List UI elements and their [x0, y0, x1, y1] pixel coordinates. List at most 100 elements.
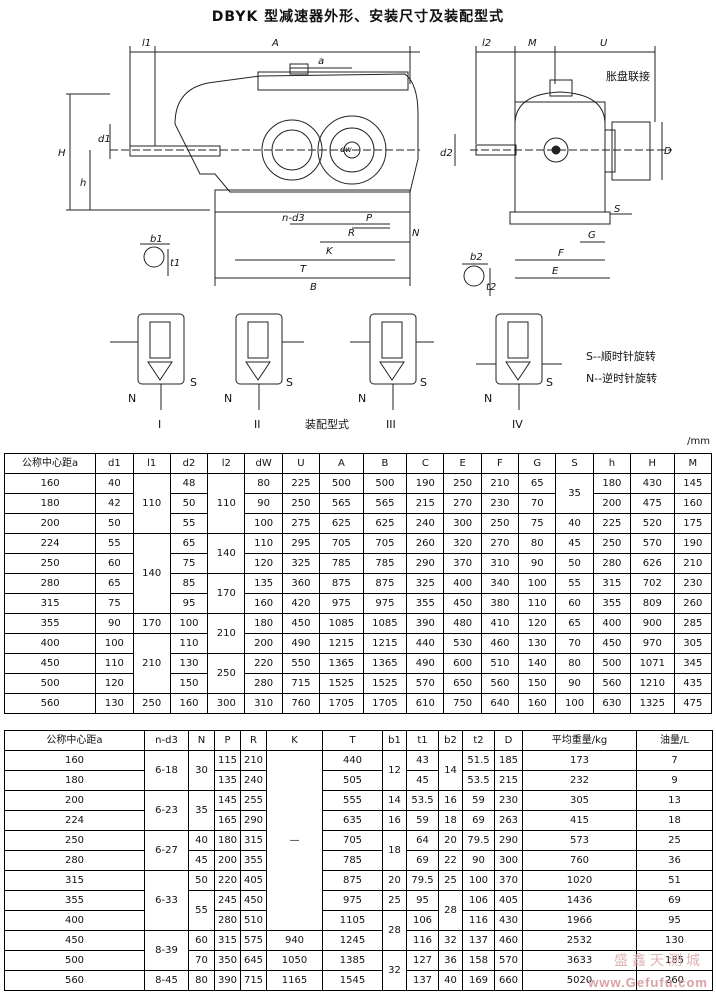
- table-cell: 220: [244, 653, 283, 674]
- table-cell: 18: [438, 810, 463, 831]
- dim-label-b1: b1: [150, 234, 163, 245]
- table-cell: 232: [522, 770, 637, 791]
- table-cell: 224: [4, 810, 145, 831]
- table-cell: 270: [480, 533, 520, 554]
- table-cell: 390: [406, 613, 445, 634]
- table-cell: 110: [207, 473, 246, 534]
- table-cell: 137: [462, 930, 495, 951]
- table-cell: 18: [636, 810, 713, 831]
- table-cell: 475: [630, 493, 675, 514]
- table-cell: 1365: [319, 653, 364, 674]
- table2-header: t1: [406, 730, 439, 751]
- table-cell: 160: [4, 750, 145, 771]
- table-cell: 705: [319, 533, 364, 554]
- table-cell: 40: [188, 830, 215, 851]
- table-cell: 785: [319, 553, 364, 574]
- table-cell: 65: [518, 473, 557, 494]
- table-cell: 290: [494, 830, 523, 851]
- table-cell: 625: [362, 513, 408, 534]
- table-cell: 200: [3, 513, 97, 534]
- table2-header: 油量/L: [636, 730, 713, 751]
- dim-label-b2: b2: [470, 252, 483, 263]
- table-cell: 315: [592, 573, 632, 594]
- table-cell: 16: [438, 790, 463, 811]
- assembly-label-iv: IV: [512, 418, 523, 430]
- table-cell: 60: [555, 593, 594, 614]
- rotation-s-iv: S: [546, 376, 553, 389]
- page-title: DBYK 型减速器外形、安装尺寸及装配型式: [211, 9, 505, 25]
- table-cell: 450: [4, 930, 145, 951]
- table-cell: 610: [406, 693, 445, 714]
- table-cell: 1545: [322, 970, 383, 991]
- table-cell: 440: [406, 633, 445, 654]
- table-cell: 64: [406, 830, 439, 851]
- table-cell: 1165: [266, 970, 323, 991]
- table-cell: 975: [362, 593, 408, 614]
- table-cell: 560: [592, 673, 632, 694]
- table-cell: 530: [443, 633, 482, 654]
- table-cell: 450: [3, 653, 97, 674]
- dim-label-f: F: [558, 248, 564, 259]
- table-cell: 42: [95, 493, 134, 514]
- table-cell: 100: [244, 513, 283, 534]
- table-cell: 100: [518, 573, 557, 594]
- table1-header: S: [555, 453, 594, 474]
- table-cell: 355: [240, 850, 267, 871]
- table-cell: 420: [281, 593, 321, 614]
- table-cell: 1245: [322, 930, 383, 951]
- table2-header: b2: [438, 730, 463, 751]
- table-cell: 460: [480, 633, 520, 654]
- assembly-label-iii: III: [386, 418, 396, 430]
- table-cell: 230: [673, 573, 713, 594]
- table-cell: 51: [636, 870, 713, 891]
- legend-clockwise: S--顺时针旋转: [586, 349, 656, 363]
- table-cell: 90: [244, 493, 283, 514]
- table-cell: 100: [95, 633, 134, 654]
- table-cell: 70: [518, 493, 557, 514]
- assembly-diagram-iv: [476, 313, 562, 410]
- table-cell: 100: [462, 870, 495, 891]
- table-cell: 660: [494, 970, 523, 991]
- table-cell: 400: [443, 573, 482, 594]
- table-cell: 480: [443, 613, 482, 634]
- assembly-diagram-i: [110, 313, 185, 410]
- table-cell: 5020: [522, 970, 637, 991]
- table-cell: 630: [592, 693, 632, 714]
- dim-label-dw: dw: [340, 145, 352, 154]
- dim-label-t2: t2: [486, 282, 496, 293]
- table-cell: 430: [630, 473, 675, 494]
- table-cell: 55: [555, 573, 594, 594]
- table-cell: 170: [207, 573, 246, 614]
- table1-header: A: [319, 453, 364, 474]
- table-cell: 450: [592, 633, 632, 654]
- table-cell: 400: [592, 613, 632, 634]
- table-cell: 785: [322, 850, 383, 871]
- table-cell: 116: [406, 930, 439, 951]
- table-cell: 300: [443, 513, 482, 534]
- table-cell: 70: [555, 633, 594, 654]
- table-cell: 180: [214, 830, 241, 851]
- table-cell: 13: [636, 790, 713, 811]
- table-cell: 20: [382, 870, 407, 891]
- table-cell: 190: [406, 473, 445, 494]
- table-cell: 400: [4, 910, 145, 931]
- table1-header: F: [480, 453, 520, 474]
- table-cell: 36: [438, 950, 463, 971]
- table-cell: 150: [169, 673, 209, 694]
- rotation-n-i: N: [128, 392, 136, 405]
- table-cell: 490: [281, 633, 321, 654]
- table-cell: 6-18: [144, 750, 189, 791]
- table-cell: 51.5: [462, 750, 495, 771]
- legend-counterclockwise: N--逆时针旋转: [586, 371, 657, 385]
- table-cell: 70: [188, 950, 215, 971]
- table-cell: 32: [382, 950, 407, 991]
- table-cell: 315: [240, 830, 267, 851]
- table-cell: 355: [592, 593, 632, 614]
- table-cell: 435: [673, 673, 713, 694]
- table-cell: 500: [362, 473, 408, 494]
